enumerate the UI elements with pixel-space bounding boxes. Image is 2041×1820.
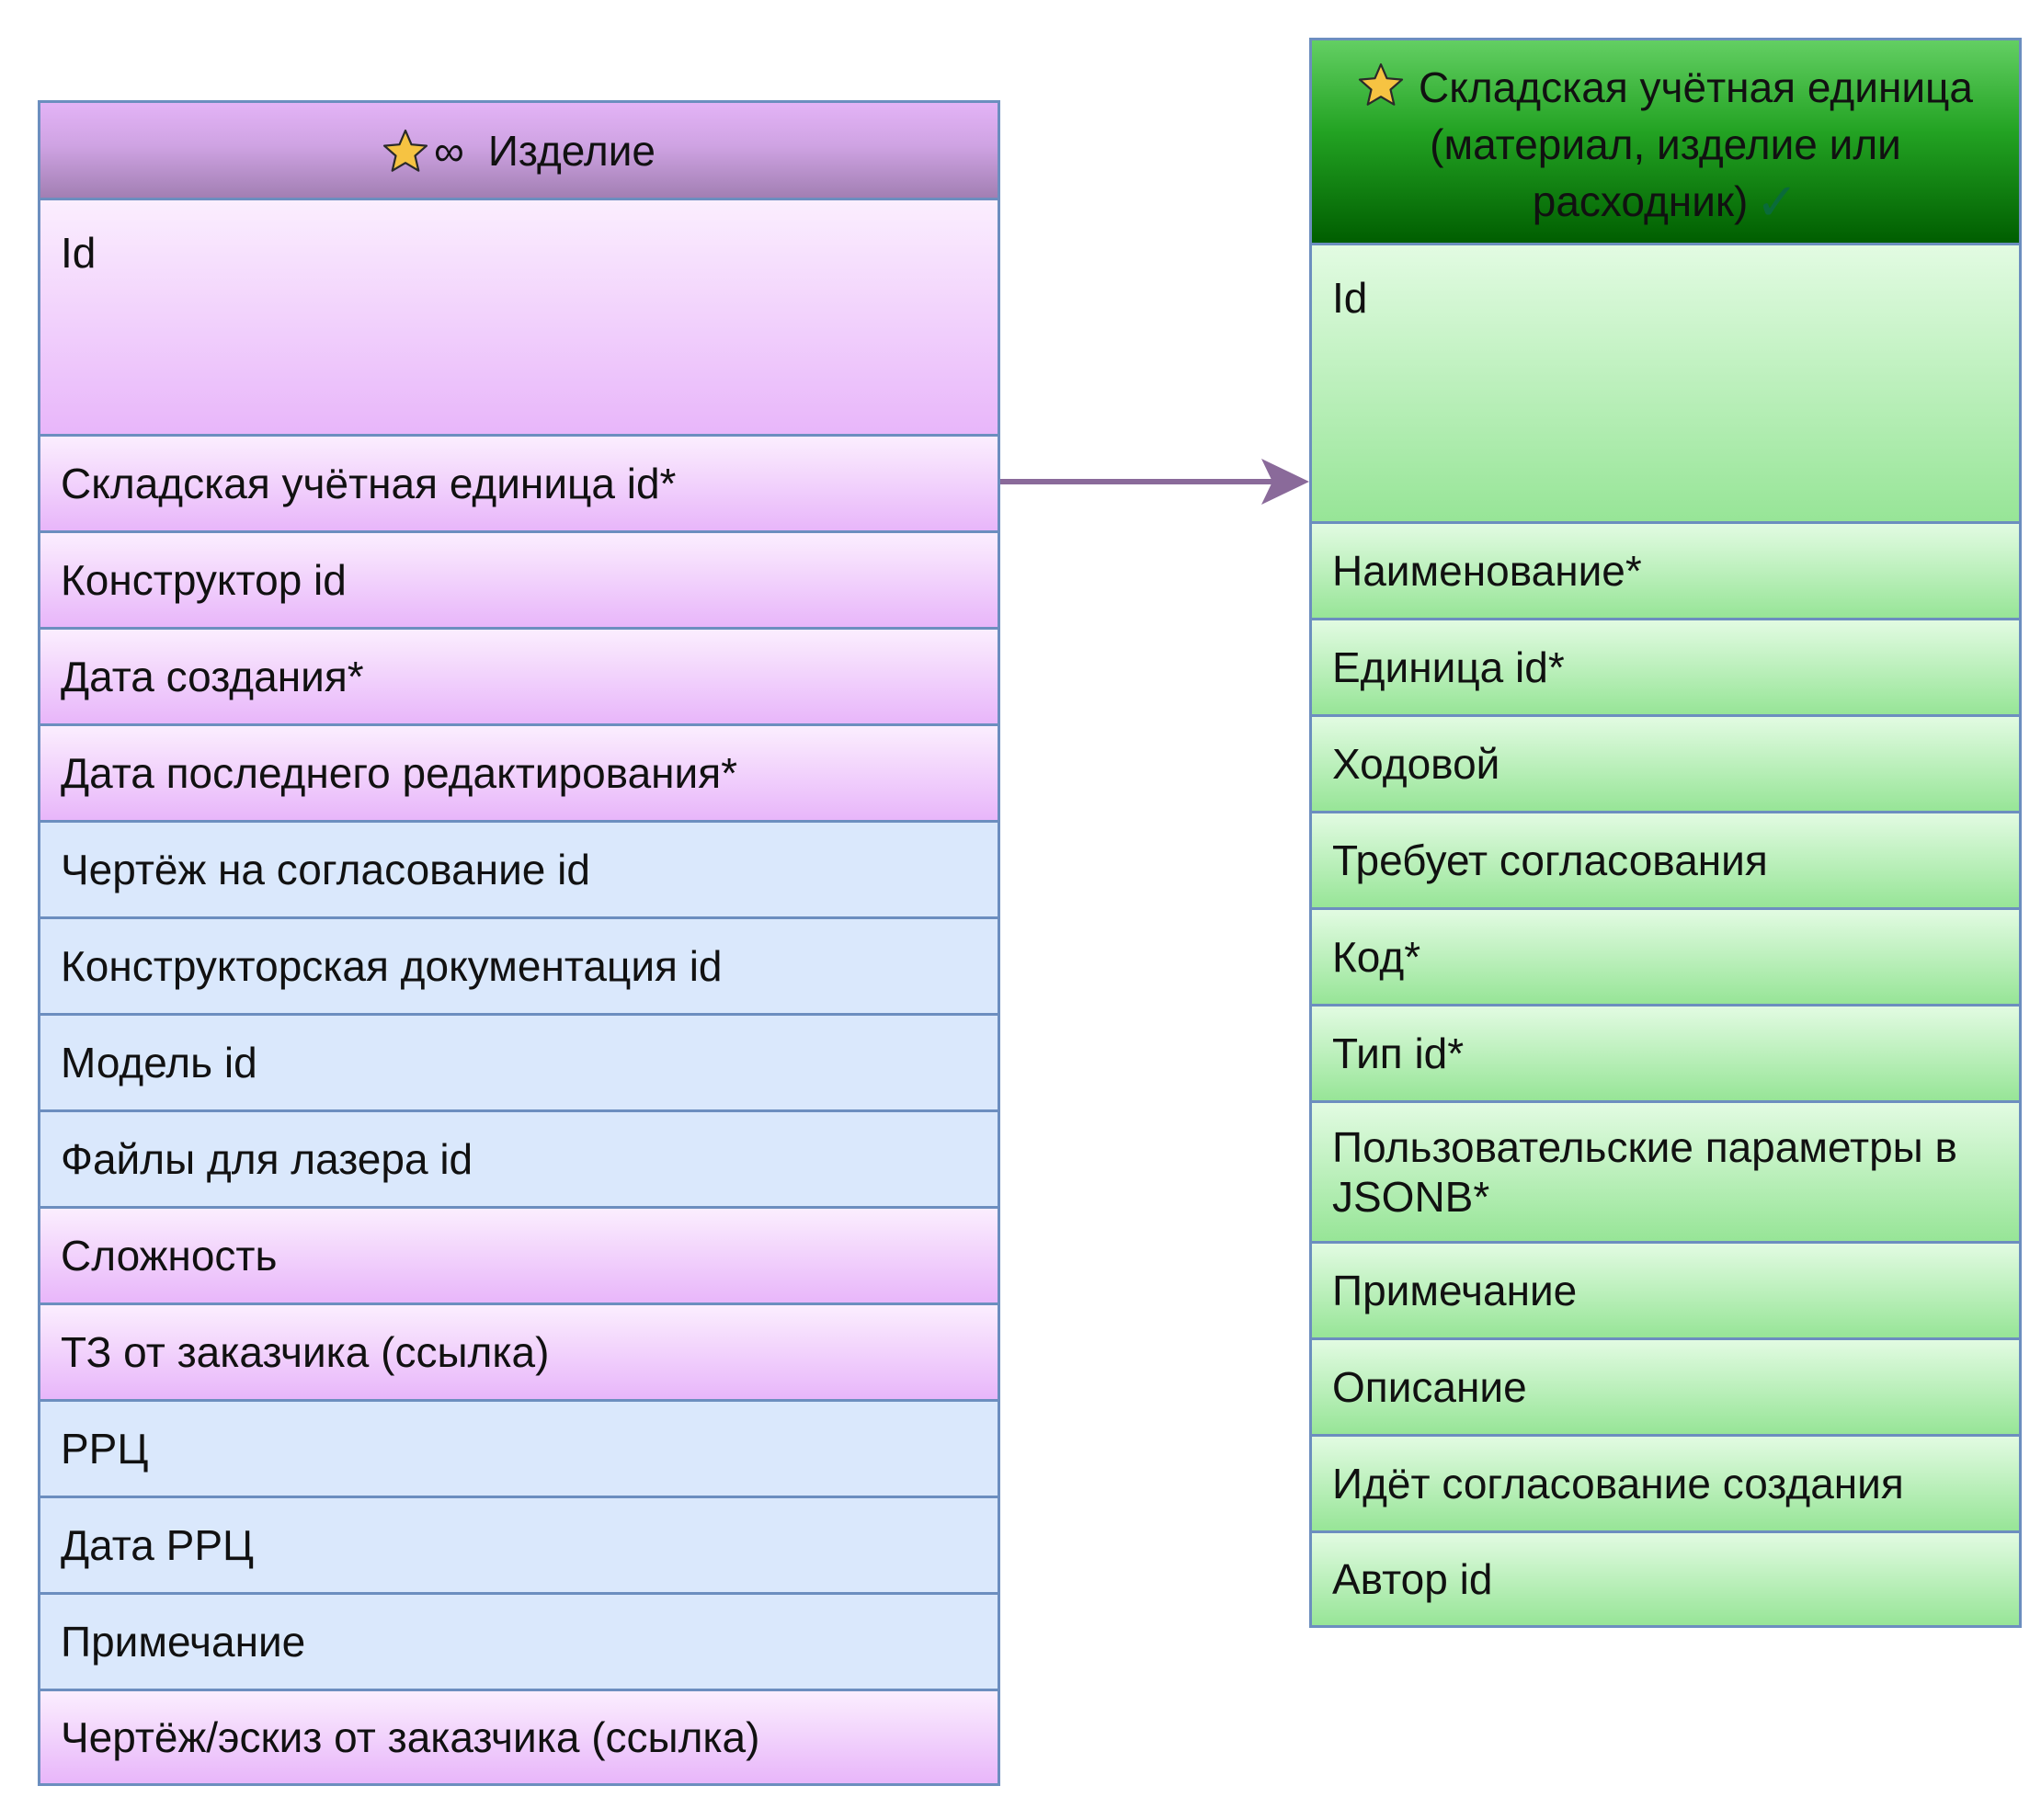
field-row[interactable]: Код* bbox=[1312, 910, 2019, 1007]
field-label: Id bbox=[61, 229, 97, 277]
field-label: Примечание bbox=[61, 1618, 306, 1666]
field-label: Требует согласования bbox=[1332, 836, 1768, 884]
field-row[interactable]: Складская учётная единица id* bbox=[40, 437, 998, 533]
field-label: Дата РРЦ bbox=[61, 1521, 255, 1569]
field-label: Ходовой bbox=[1332, 740, 1500, 788]
field-label: Сложность bbox=[61, 1232, 278, 1280]
field-row[interactable]: Примечание bbox=[40, 1595, 998, 1691]
field-label: РРЦ bbox=[61, 1425, 149, 1473]
field-label: Дата создания* bbox=[61, 653, 364, 700]
star-icon bbox=[1358, 63, 1404, 106]
arrowhead-icon bbox=[1261, 459, 1309, 505]
field-label: Тип id* bbox=[1332, 1029, 1465, 1077]
field-row[interactable]: Дата РРЦ bbox=[40, 1498, 998, 1595]
field-row[interactable]: Конструкторская документация id bbox=[40, 919, 998, 1016]
entity-product-title: Изделие bbox=[487, 126, 656, 175]
field-row[interactable]: Тип id* bbox=[1312, 1007, 2019, 1103]
field-label: ТЗ от заказчика (ссылка) bbox=[61, 1328, 550, 1376]
field-label: Конструкторская документация id bbox=[61, 942, 723, 990]
field-label: Конструктор id bbox=[61, 556, 347, 604]
field-label: Чертёж/эскиз от заказчика (ссылка) bbox=[61, 1713, 760, 1761]
entity-stock-unit-title-line-2: (материал, изделие или bbox=[1430, 119, 1901, 168]
field-label: Пользовательские параметры в JSONB* bbox=[1332, 1123, 1957, 1221]
field-row[interactable]: Конструктор id bbox=[40, 533, 998, 630]
field-row[interactable]: Файлы для лазера id bbox=[40, 1112, 998, 1209]
field-row[interactable]: ТЗ от заказчика (ссылка) bbox=[40, 1305, 998, 1402]
field-label: Наименование* bbox=[1332, 547, 1642, 595]
field-row[interactable]: Примечание bbox=[1312, 1244, 2019, 1340]
field-row[interactable]: Идёт согласование создания bbox=[1312, 1437, 2019, 1533]
field-row[interactable]: Дата создания* bbox=[40, 630, 998, 726]
field-label: Чертёж на согласование id bbox=[61, 846, 590, 893]
field-row[interactable]: Наименование* bbox=[1312, 524, 2019, 620]
field-label: Код* bbox=[1332, 933, 1421, 981]
field-row[interactable]: Модель id bbox=[40, 1016, 998, 1112]
entity-stock-unit-title-line-1: Складская учётная единица bbox=[1419, 63, 1973, 111]
field-label: Единица id* bbox=[1332, 643, 1565, 691]
field-row[interactable]: Дата последнего редактирования* bbox=[40, 726, 998, 823]
field-label: Модель id bbox=[61, 1039, 257, 1086]
field-row[interactable]: Пользовательские параметры в JSONB* bbox=[1312, 1103, 2019, 1244]
field-label: Автор id bbox=[1332, 1555, 1493, 1603]
entity-product-header[interactable]: ∞ Изделие bbox=[40, 103, 998, 200]
field-label: Складская учётная единица id* bbox=[61, 460, 677, 507]
field-label: Дата последнего редактирования* bbox=[61, 749, 738, 797]
field-row[interactable]: Id bbox=[40, 200, 998, 437]
field-row[interactable]: Id bbox=[1312, 245, 2019, 524]
field-label: Примечание bbox=[1332, 1267, 1578, 1314]
field-label: Идёт согласование создания bbox=[1332, 1460, 1904, 1507]
field-label: Описание bbox=[1332, 1363, 1527, 1411]
field-row[interactable]: Единица id* bbox=[1312, 620, 2019, 717]
field-row[interactable]: Ходовой bbox=[1312, 717, 2019, 813]
entity-stock-unit-title-line-3: расходник) bbox=[1532, 176, 1749, 225]
field-label: Id bbox=[1332, 274, 1368, 322]
infinity-icon: ∞ bbox=[434, 126, 464, 175]
check-icon: ✓ bbox=[1755, 172, 1799, 231]
entity-product[interactable]: ∞ Изделие Id Складская учётная единица i… bbox=[38, 100, 1000, 1786]
star-icon bbox=[382, 129, 428, 172]
field-row[interactable]: Требует согласования bbox=[1312, 813, 2019, 910]
field-row[interactable]: Описание bbox=[1312, 1340, 2019, 1437]
field-row[interactable]: РРЦ bbox=[40, 1402, 998, 1498]
entity-stock-unit-header[interactable]: Складская учётная единица (материал, изд… bbox=[1312, 40, 2019, 245]
field-row[interactable]: Чертёж/эскиз от заказчика (ссылка) bbox=[40, 1691, 998, 1783]
field-row[interactable]: Сложность bbox=[40, 1209, 998, 1305]
entity-stock-unit[interactable]: Складская учётная единица (материал, изд… bbox=[1309, 38, 2022, 1628]
field-label: Файлы для лазера id bbox=[61, 1135, 473, 1183]
field-row[interactable]: Автор id bbox=[1312, 1533, 2019, 1625]
field-row[interactable]: Чертёж на согласование id bbox=[40, 823, 998, 919]
